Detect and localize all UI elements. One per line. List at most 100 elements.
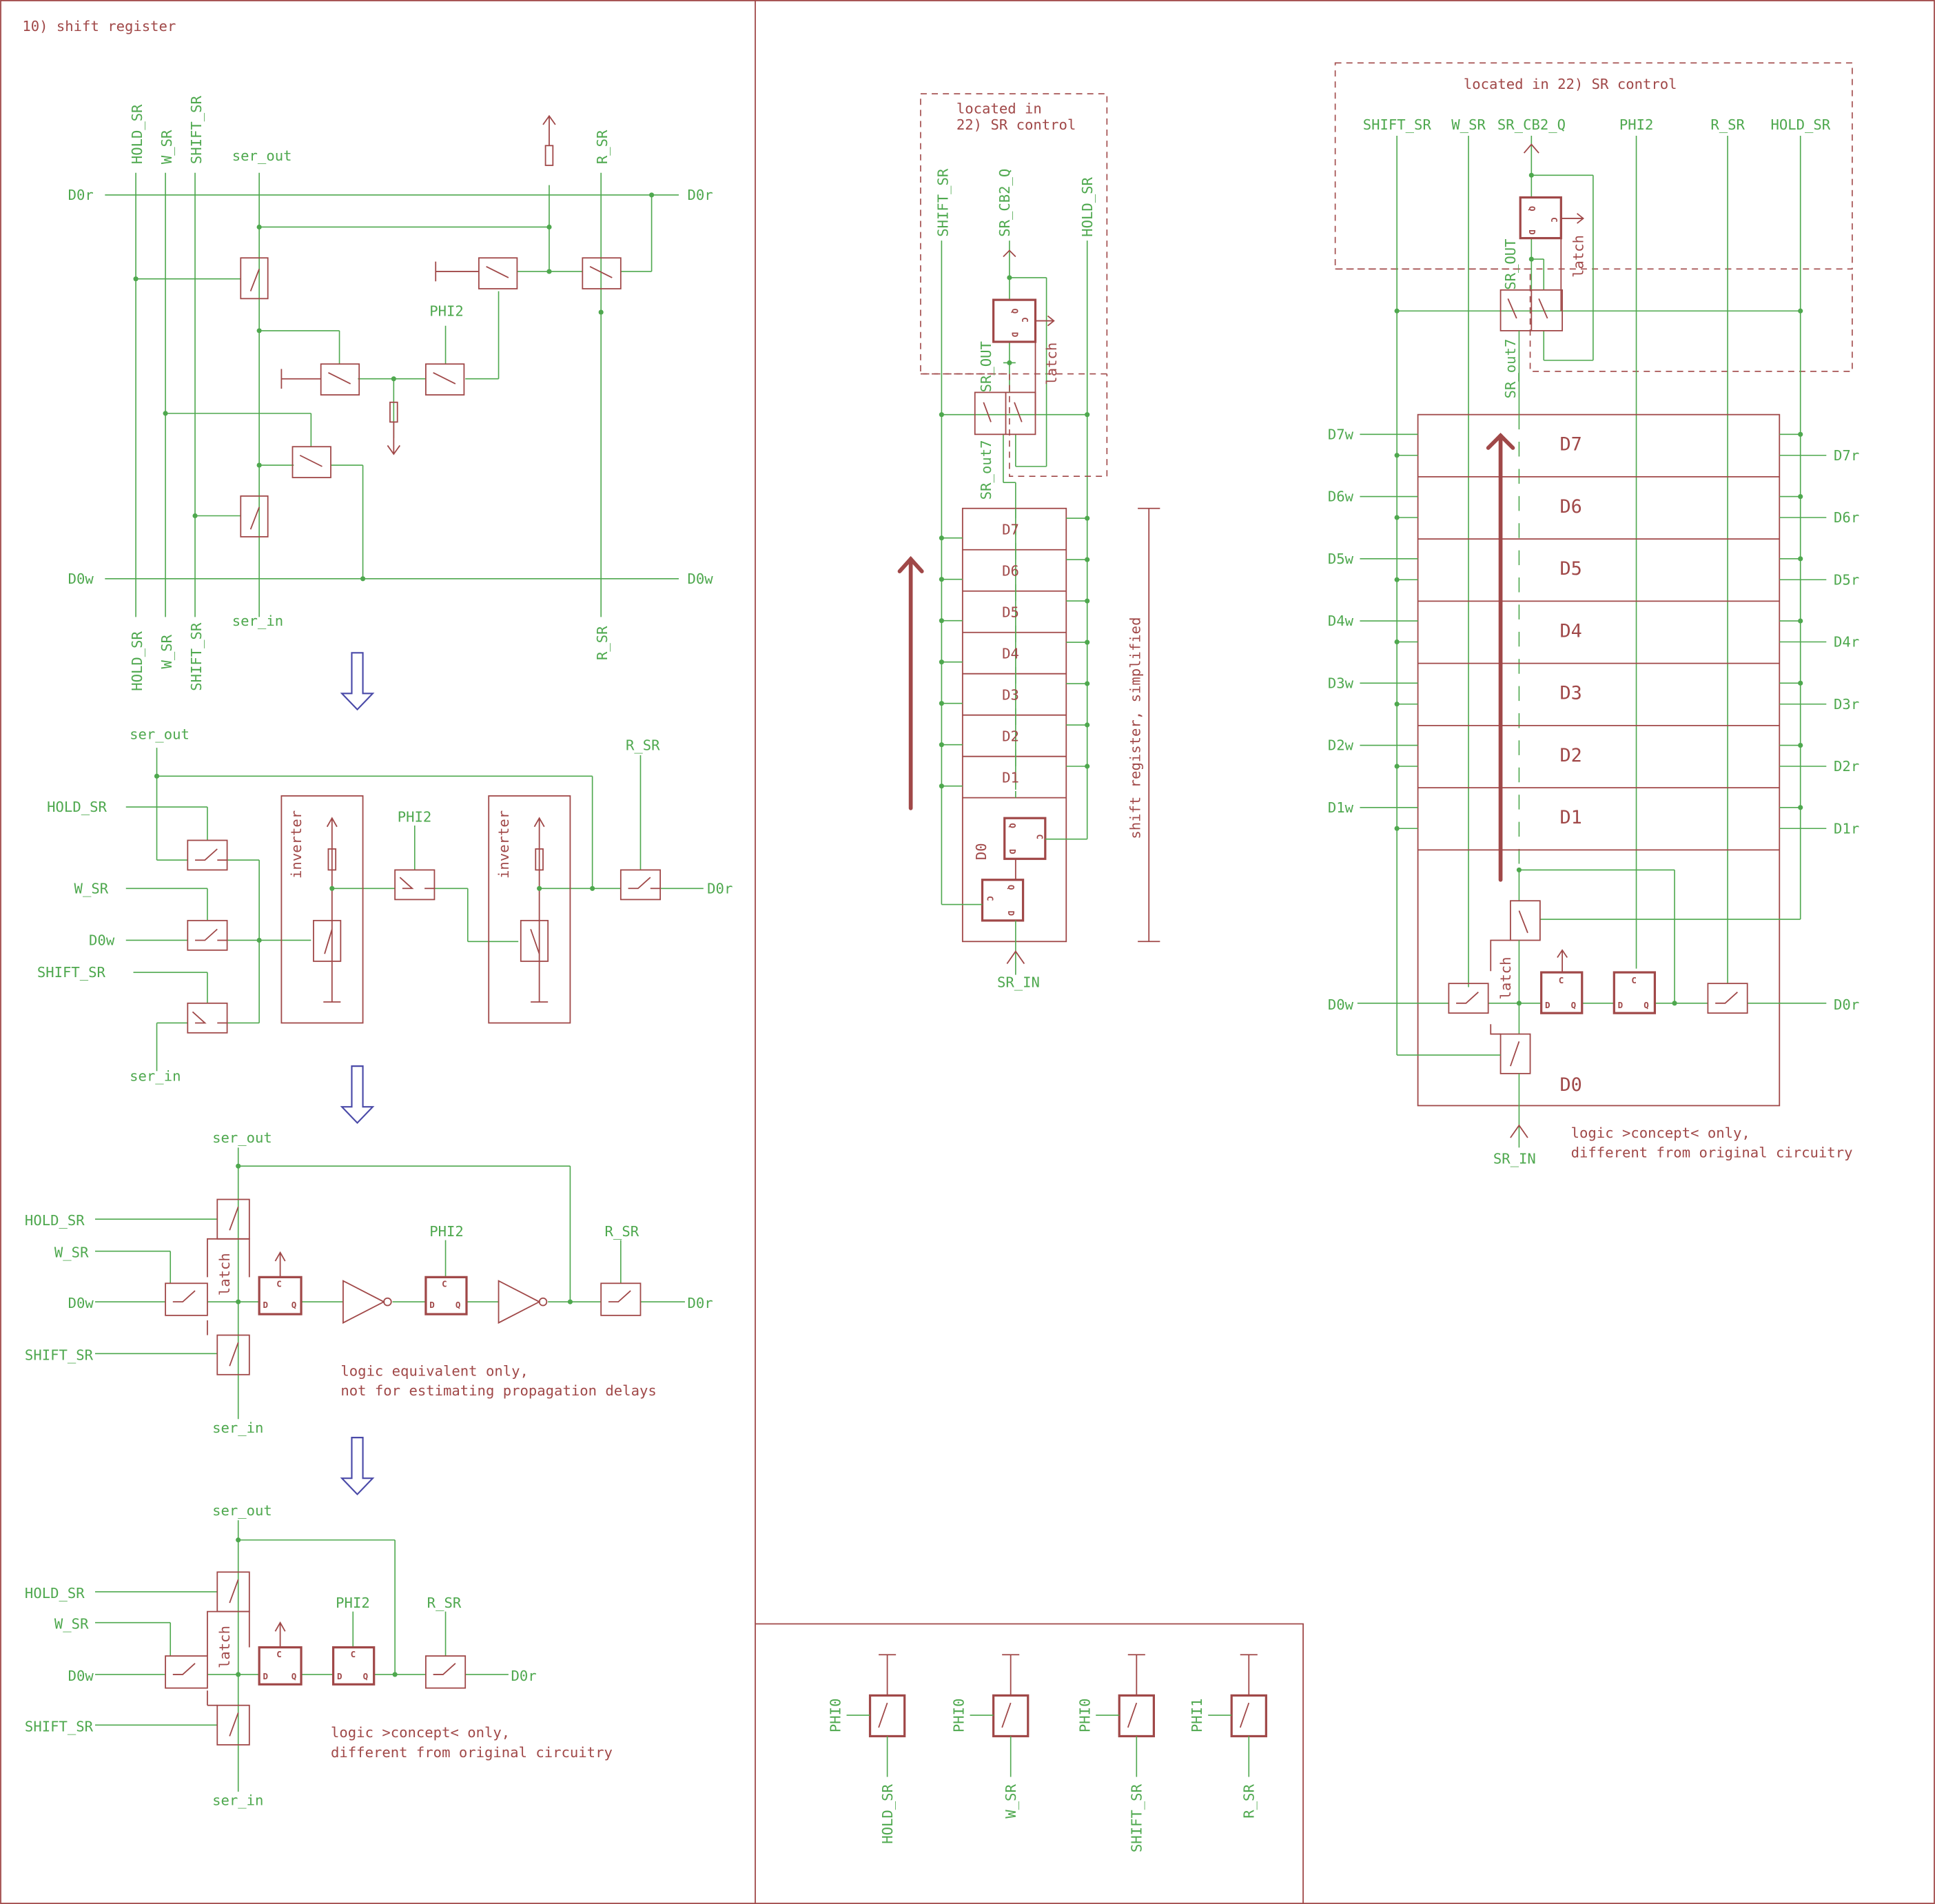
p2-ser-out: ser_out [130, 726, 190, 743]
p3-hold-sr: HOLD_SR [25, 1212, 85, 1229]
right-cell-label: D2 [1560, 745, 1582, 766]
right-ff2-d: D [1618, 1000, 1624, 1010]
label-shift-sr-bottom: SHIFT_SR [188, 622, 205, 691]
right-write-pin: D5w [1328, 551, 1354, 567]
mid-cell-label: D7 [1002, 521, 1019, 538]
transform-arrows [340, 652, 375, 1496]
sheet-title: 10) shift register [22, 18, 176, 34]
mid-cell-label: D5 [1002, 604, 1019, 620]
p4-ff2-q: Q [363, 1671, 369, 1681]
right-write-pin: D2w [1328, 737, 1354, 754]
right-sr-out: SR_OUT [1502, 238, 1519, 289]
signal-label: W_SR [1003, 1784, 1019, 1819]
signal-label: R_SR [1240, 1784, 1257, 1819]
right-read-pin: D1r [1834, 820, 1859, 837]
p3-ser-out: ser_out [212, 1129, 272, 1146]
gate-label: PHI1 [1189, 1699, 1205, 1733]
mid-ff-q: Q [1007, 823, 1018, 828]
p3-w-sr: W_SR [54, 1245, 89, 1261]
panel-logic-equivalent: latch C D Q C D Q ser_out HOLD_SR W_SR D… [25, 1129, 713, 1436]
label-r-sr-bottom: R_SR [594, 626, 611, 660]
mid-latch-d: D [1010, 332, 1020, 338]
mid-ff2-d: D [1006, 911, 1016, 917]
arrow-down-icon [340, 1437, 375, 1496]
right-cell-label: D5 [1560, 558, 1582, 580]
p3-ser-in: ser_in [212, 1420, 263, 1436]
p3-note-line1: logic equivalent only, [340, 1363, 529, 1380]
label-hold-sr-bottom: HOLD_SR [129, 631, 145, 690]
label-d0r-right: D0r [688, 187, 713, 203]
inverter-label-2: inverter [495, 810, 512, 879]
mid-latch-c: C [1020, 317, 1030, 323]
p4-ff1-d: D [263, 1671, 269, 1681]
panel-simplified-register: located in 22) SR control SHIFT_SR SR_CB… [897, 93, 1160, 991]
p4-ff2-d: D [337, 1671, 342, 1681]
right-latch-d: D [1527, 229, 1537, 235]
p4-latch: latch [216, 1626, 233, 1668]
label-r-sr-top: R_SR [594, 130, 611, 164]
label-w-sr-top: W_SR [158, 130, 175, 164]
right-latch-q: Q [1527, 206, 1537, 212]
p3-r-sr: R_SR [605, 1223, 639, 1240]
mid-sr-cb2-q: SR_CB2_Q [996, 169, 1013, 237]
p2-phi2: PHI2 [398, 809, 432, 826]
right-write-pin: D6w [1328, 489, 1354, 505]
p4-d0r: D0r [511, 1668, 536, 1684]
mid-box-line2: 22) SR control [956, 116, 1076, 133]
p4-ff1-c: C [276, 1649, 282, 1659]
right-write-pin: D7w [1328, 426, 1354, 442]
right-signal-label: R_SR [1710, 116, 1745, 133]
p4-ff2-c: C [351, 1649, 356, 1659]
p3-ff1-d: D [263, 1300, 269, 1310]
p3-latch: latch [216, 1253, 233, 1296]
right-d0: D0 [1560, 1074, 1582, 1096]
mid-latch-q: Q [1010, 309, 1020, 314]
right-latch-label: latch [1570, 235, 1587, 278]
right-ff1-q: Q [1571, 1000, 1577, 1010]
mid-cell-label: D1 [1002, 769, 1019, 786]
p2-ser-in: ser_in [130, 1068, 181, 1085]
right-ff1-c: C [1559, 975, 1564, 985]
p3-d0r: D0r [688, 1295, 713, 1311]
p4-phi2: PHI2 [336, 1595, 370, 1611]
p4-ff1-q: Q [291, 1671, 297, 1681]
mid-cell-label: D4 [1002, 645, 1019, 662]
signal-label: SHIFT_SR [1128, 1783, 1145, 1852]
p2-r-sr: R_SR [626, 737, 660, 754]
label-d0w-left: D0w [68, 571, 94, 587]
right-latch2-label: latch [1497, 956, 1514, 999]
right-read-pin: D6r [1834, 509, 1859, 526]
label-d0w-right: D0w [688, 571, 714, 587]
inverter-label-1: inverter [288, 810, 305, 879]
p2-hold-sr: HOLD_SR [47, 799, 107, 815]
panel-logic-concept: latch C D Q C D Q ser_out HOLD_SR W_SR D… [25, 1502, 613, 1809]
p4-shift-sr: SHIFT_SR [25, 1718, 94, 1734]
arrow-down-icon [340, 1065, 375, 1125]
p4-d0w: D0w [68, 1668, 94, 1684]
right-box-label: located in 22) SR control [1464, 76, 1677, 92]
right-read-pin: D5r [1834, 571, 1859, 588]
right-read-pin: D2r [1834, 758, 1859, 775]
right-cell-label: D1 [1560, 807, 1582, 828]
right-cell-label: D7 [1560, 434, 1582, 455]
mid-sr-out: SR_OUT [978, 341, 994, 392]
right-d0w: D0w [1328, 996, 1354, 1013]
right-write-pin: D3w [1328, 675, 1354, 691]
p3-ff2-c: C [442, 1279, 447, 1289]
mid-hold-sr: HOLD_SR [1079, 176, 1096, 236]
right-read-pin: D3r [1834, 696, 1859, 713]
p4-note-line2: different from original circuitry [331, 1744, 613, 1761]
p3-ff2-q: Q [455, 1300, 461, 1310]
label-phi2: PHI2 [429, 303, 464, 319]
mid-ff-d: D [1007, 849, 1018, 854]
right-signal-label: SHIFT_SR [1363, 116, 1432, 133]
p3-ff2-d: D [429, 1300, 435, 1310]
p4-ser-out: ser_out [212, 1502, 272, 1519]
right-write-pin: D4w [1328, 613, 1354, 629]
p4-ser-in: ser_in [212, 1792, 263, 1809]
